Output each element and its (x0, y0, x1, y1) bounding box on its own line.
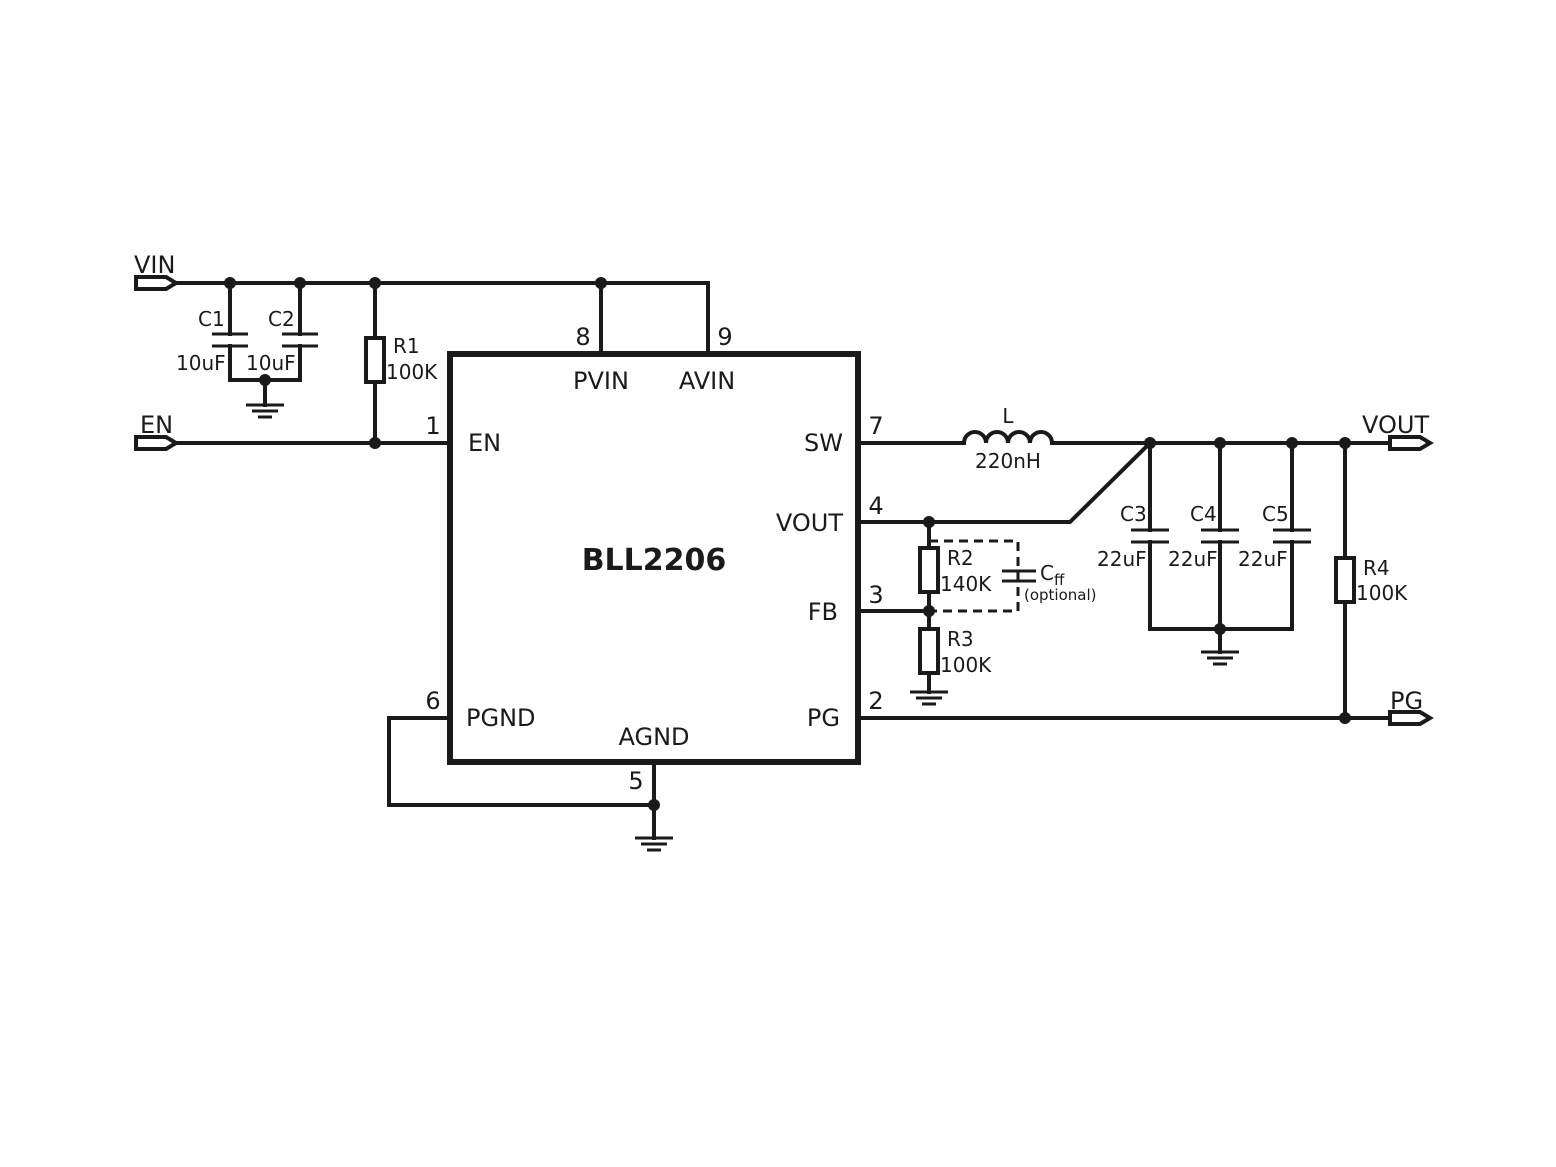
ground-symbol-chip (635, 836, 673, 852)
pin-name-pgnd: PGND (466, 704, 536, 732)
r4-value: 100K (1356, 581, 1408, 605)
junction-dot (648, 799, 660, 811)
pin-name-vout: VOUT (776, 509, 843, 537)
r2-body (918, 546, 940, 594)
ic-part-number: BLL2206 (582, 543, 727, 578)
port-vin-arrow (134, 275, 180, 291)
pin-number-8: 8 (575, 323, 590, 351)
r3-ref: R3 (947, 627, 974, 651)
r2-value: 140K (940, 572, 992, 596)
pin-name-pg: PG (807, 704, 840, 732)
c4-value: 22uF (1168, 547, 1218, 571)
r1-value: 100K (386, 360, 438, 384)
port-vin: VIN (134, 251, 180, 291)
junction-dot (369, 277, 381, 289)
ground-symbol-feedback (910, 690, 948, 706)
port-pg: PG (1388, 687, 1434, 726)
c1-value: 10uF (176, 351, 226, 375)
pin-number-5: 5 (628, 767, 643, 795)
r1-body (364, 336, 386, 384)
pin-number-1: 1 (425, 412, 440, 440)
port-vout-arrow (1388, 435, 1434, 451)
wire-vin-rail (174, 281, 710, 356)
junction-dot (294, 277, 306, 289)
pin-name-en: EN (468, 429, 501, 457)
junction-dot (1214, 437, 1226, 449)
resistor-r2: R2 140K (918, 546, 992, 596)
r3-body (918, 627, 940, 675)
junction-dot (923, 605, 935, 617)
port-vout: VOUT (1362, 411, 1434, 451)
junction-dot (595, 277, 607, 289)
cff-ref-main: C (1040, 561, 1054, 585)
junction-dot (1339, 712, 1351, 724)
capacitor-c4: C4 22uF (1168, 502, 1239, 571)
capacitor-cff: Cff (optional) (929, 539, 1097, 613)
pin-name-avin: AVIN (679, 367, 735, 395)
junction-dot (224, 277, 236, 289)
pin-number-6: 6 (425, 687, 440, 715)
cff-dashed-outline (929, 539, 1020, 613)
c4-ref: C4 (1190, 502, 1217, 526)
port-vout-label: VOUT (1362, 411, 1429, 439)
pin-number-9: 9 (717, 323, 732, 351)
ic-body (447, 351, 861, 765)
pin-number-2: 2 (868, 687, 883, 715)
c2-value: 10uF (246, 351, 296, 375)
junction-dot (1214, 623, 1226, 635)
inductor-coil (961, 430, 1055, 446)
junction-dot (369, 437, 381, 449)
port-vin-label: VIN (134, 251, 175, 279)
junction-dot (1339, 437, 1351, 449)
resistor-r4: R4 100K (1334, 556, 1408, 605)
r1-ref: R1 (393, 334, 420, 358)
capacitor-c2: C2 10uF (246, 307, 318, 375)
capacitor-c1: C1 10uF (176, 307, 248, 375)
r4-ref: R4 (1363, 556, 1390, 580)
capacitor-c3: C3 22uF (1097, 502, 1169, 571)
pin-number-7: 7 (868, 412, 883, 440)
pin-name-fb: FB (808, 598, 838, 626)
pin-name-agnd: AGND (618, 723, 689, 751)
c3-value: 22uF (1097, 547, 1147, 571)
c3-ref: C3 (1120, 502, 1147, 526)
c5-value: 22uF (1238, 547, 1288, 571)
c1-ref: C1 (198, 307, 225, 331)
capacitor-c5: C5 22uF (1238, 502, 1311, 571)
pin-name-pvin: PVIN (573, 367, 629, 395)
r3-value: 100K (940, 653, 992, 677)
r4-body (1334, 556, 1356, 604)
pin-number-4: 4 (868, 492, 883, 520)
resistor-r1: R1 100K (364, 334, 438, 384)
port-en-label: EN (140, 411, 173, 439)
junction-dot (259, 374, 271, 386)
port-en-arrow (134, 435, 180, 451)
cff-ref: Cff (1040, 561, 1065, 589)
c2-ref: C2 (268, 307, 295, 331)
wire-pgnd (387, 716, 656, 807)
resistor-r3: R3 100K (918, 627, 992, 677)
port-pg-arrow (1388, 710, 1434, 726)
inductor-ref: L (1002, 404, 1014, 428)
port-pg-label: PG (1390, 687, 1423, 715)
ic-bll2206: BLL2206 PVIN AVIN EN SW VOUT FB PGND AGN… (425, 323, 883, 795)
ground-symbol-input (246, 403, 284, 419)
junction-dot (1144, 437, 1156, 449)
junction-dots (224, 277, 1351, 811)
port-en: EN (134, 411, 180, 451)
r2-ref: R2 (947, 546, 974, 570)
cff-ref-sub: ff (1054, 571, 1065, 589)
ground-symbol-output (1201, 650, 1239, 666)
c5-ref: C5 (1262, 502, 1289, 526)
junction-dot (923, 516, 935, 528)
junction-dot (1286, 437, 1298, 449)
inductor-l: L 220nH (961, 404, 1055, 473)
pin-name-sw: SW (804, 429, 843, 457)
inductor-value: 220nH (975, 449, 1041, 473)
pin-number-3: 3 (868, 581, 883, 609)
cff-note: (optional) (1024, 586, 1097, 604)
